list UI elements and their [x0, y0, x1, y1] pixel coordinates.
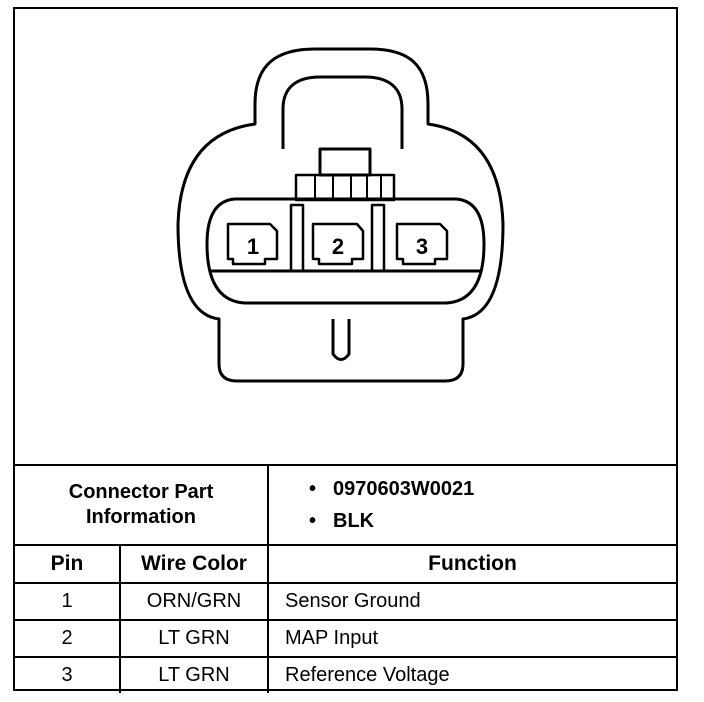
pin-2-terminal — [311, 222, 365, 266]
pin-1-label: 1 — [247, 234, 259, 259]
connector-cavity-outline — [205, 197, 486, 305]
table-row: 2 LT GRN MAP Input — [15, 619, 676, 658]
header-pin: Pin — [15, 544, 121, 584]
divider-right — [370, 203, 386, 273]
pin-2-label: 2 — [332, 234, 344, 259]
connector-diagram: 1 2 3 — [15, 9, 676, 464]
function-cell: Reference Voltage — [267, 656, 676, 693]
part-number: 0970603W0021 — [309, 473, 676, 505]
wire-color-cell: LT GRN — [119, 619, 269, 658]
pin-1-terminal — [226, 222, 279, 266]
function-cell: MAP Input — [267, 619, 676, 658]
part-label-line-1: Connector Part — [68, 481, 214, 503]
connector-part-label: Connector Part Information — [15, 464, 269, 546]
latch-tab — [318, 147, 372, 177]
part-color: BLK — [309, 505, 676, 537]
pin-cell: 1 — [15, 582, 121, 621]
divider-left — [289, 203, 305, 273]
pin-3-label: 3 — [416, 234, 428, 259]
latch-inner-outline — [281, 75, 404, 149]
table-row: 1 ORN/GRN Sensor Ground — [15, 582, 676, 621]
table-row: 3 LT GRN Reference Voltage — [15, 656, 676, 693]
part-label-line-2: Information — [86, 506, 196, 528]
header-wire-color: Wire Color — [119, 544, 269, 584]
pin-cell: 3 — [15, 656, 121, 693]
latch-ribs — [294, 173, 396, 202]
wire-color-cell: ORN/GRN — [119, 582, 269, 621]
diagram-frame: 1 2 3 Connector Part Information 0970603… — [13, 7, 678, 693]
pin-3-terminal — [395, 222, 449, 266]
connector-face-drawing: 1 2 3 — [176, 47, 505, 383]
connector-part-info: 0970603W0021 BLK — [267, 464, 676, 546]
connector-info-table: Connector Part Information 0970603W0021 … — [15, 464, 676, 693]
pin-cell: 2 — [15, 619, 121, 658]
connector-housing-outline — [176, 47, 505, 383]
wire-color-cell: LT GRN — [119, 656, 269, 693]
header-function: Function — [267, 544, 676, 584]
function-cell: Sensor Ground — [267, 582, 676, 621]
key-slot — [331, 319, 351, 361]
